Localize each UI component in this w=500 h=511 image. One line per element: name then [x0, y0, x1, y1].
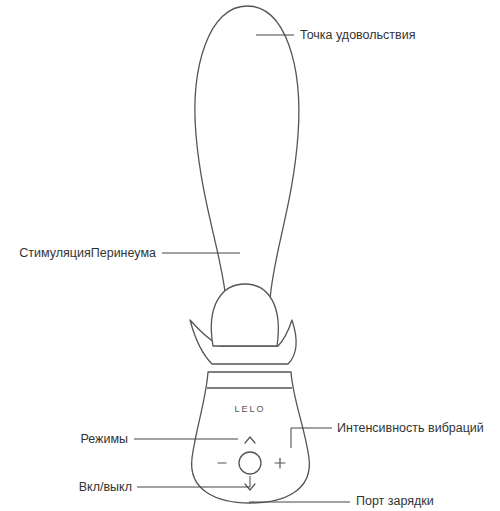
power-button: [239, 452, 261, 474]
pleasure-point-arm: [195, 6, 299, 300]
leader-line: [250, 501, 350, 503]
plus-symbol: [275, 458, 285, 468]
part-label: Интенсивность вибраций: [337, 420, 484, 436]
part-label: Точка удовольствия: [300, 27, 415, 43]
minus-symbol: [218, 462, 226, 463]
part-label: Вкл/выкл: [79, 479, 132, 495]
part-label: Режимы: [80, 431, 128, 447]
leader-line: [291, 428, 332, 448]
brand-logo: LELO: [234, 404, 265, 415]
mode-up-symbol: [245, 437, 255, 443]
leader-line: [162, 253, 240, 254]
part-label: Порт зарядки: [356, 493, 434, 509]
leader-line: [256, 35, 294, 36]
perineum-head: [211, 284, 278, 346]
leader-line: [137, 476, 250, 487]
part-label: СтимуляцияПеринеума: [19, 245, 156, 261]
handle-band: [207, 387, 292, 388]
leader-line: [134, 439, 238, 440]
